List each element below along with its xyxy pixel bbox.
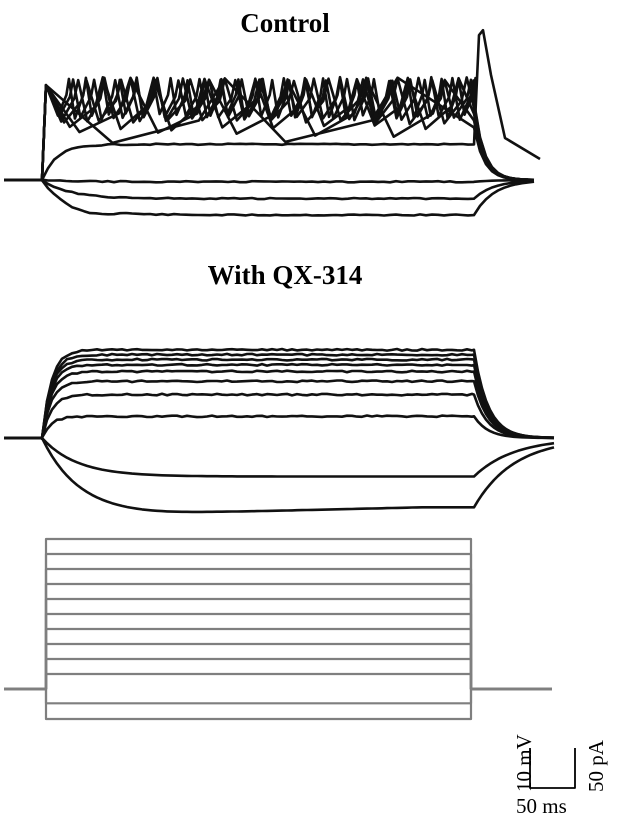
control-trace	[4, 178, 535, 201]
scale-label-time: 50 ms	[516, 794, 567, 818]
scale-label-current: 50 pA	[584, 740, 608, 792]
control-trace	[4, 178, 534, 184]
current-step	[4, 642, 552, 691]
control-traces	[4, 28, 541, 217]
current-step	[4, 552, 552, 691]
current-step	[4, 687, 552, 705]
current-step	[4, 612, 552, 691]
panel-title-control: Control	[240, 8, 330, 38]
qx314-trace	[4, 414, 554, 440]
current-step	[4, 672, 552, 691]
qx314-trace	[4, 362, 555, 440]
qx314-trace	[4, 392, 555, 440]
qx314-trace	[4, 347, 555, 440]
qx314-trace	[4, 436, 555, 478]
current-step	[4, 537, 552, 691]
scale-bar	[529, 748, 576, 789]
scale-bar-line	[529, 748, 576, 789]
panel-title-qx314: With QX-314	[207, 260, 363, 290]
scale-label-voltage: 10 mV	[512, 734, 536, 792]
control-trace	[4, 28, 541, 182]
qx314-trace	[4, 379, 554, 440]
control-trace	[4, 75, 535, 182]
qx314-trace	[4, 436, 555, 514]
control-trace	[4, 178, 535, 217]
control-trace	[4, 76, 535, 182]
current-steps	[4, 537, 552, 721]
qx314-traces	[4, 347, 555, 514]
